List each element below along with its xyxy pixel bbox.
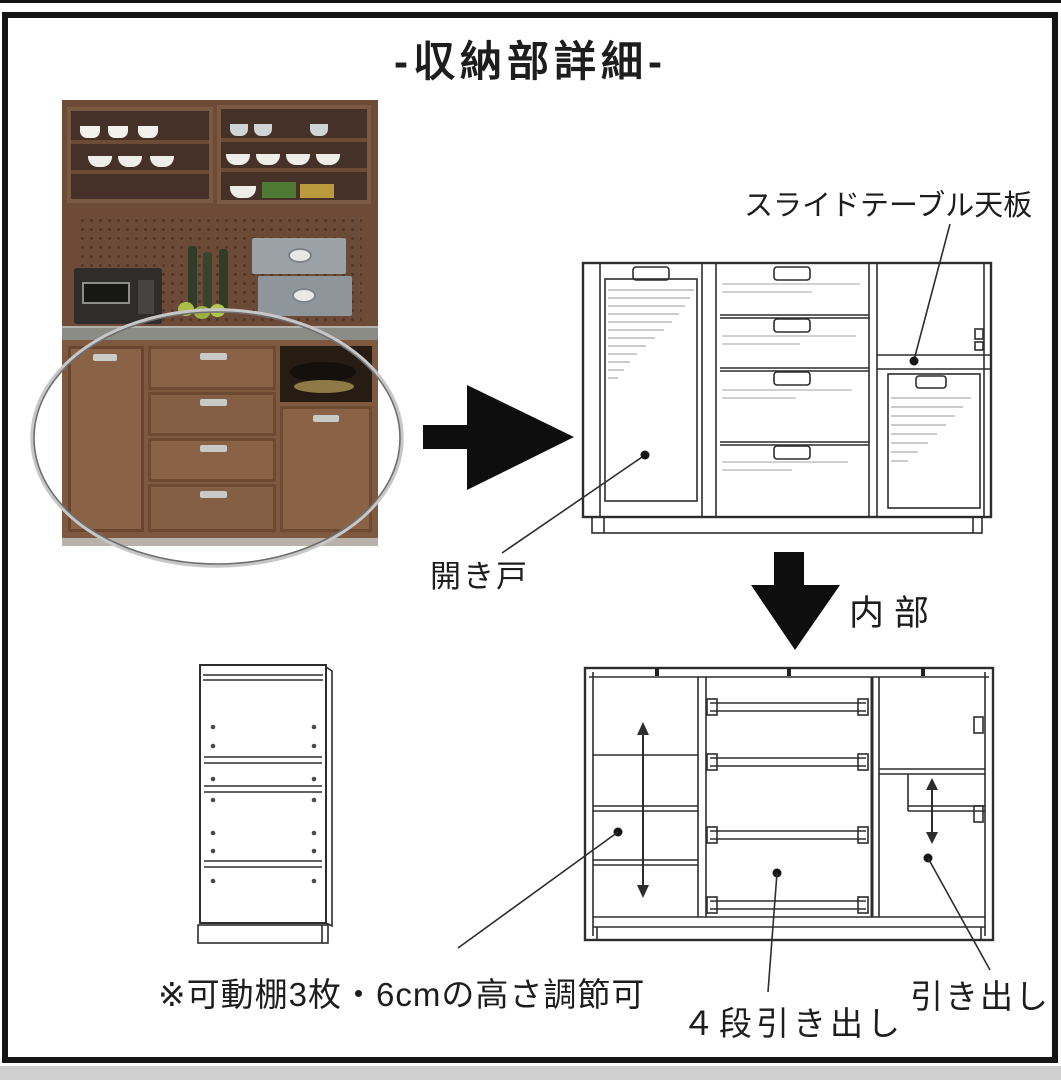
box-label bbox=[288, 248, 312, 263]
dark-plate bbox=[290, 362, 356, 382]
dish-item bbox=[108, 126, 128, 138]
bottom-border-strip bbox=[0, 1066, 1061, 1080]
photo-shelf bbox=[221, 138, 367, 142]
drawer-handle bbox=[200, 399, 227, 406]
label-slide-table-top: スライドテーブル天板 bbox=[744, 190, 1033, 222]
photo-lower-cabinet bbox=[62, 340, 378, 538]
dish-item bbox=[118, 156, 142, 167]
cabinet-photo bbox=[62, 98, 378, 548]
label-four-tier-drawers: ４段引き出し bbox=[682, 1005, 904, 1042]
counter-top bbox=[62, 326, 378, 340]
yellow-box bbox=[300, 184, 334, 198]
gold-plate bbox=[294, 380, 354, 393]
storage-box bbox=[252, 238, 346, 274]
toaster-window bbox=[82, 282, 130, 304]
door-handle bbox=[93, 354, 117, 361]
photo-shelf bbox=[221, 168, 367, 172]
label-hinged-door: 開き戸 bbox=[430, 559, 529, 594]
drawer-handle bbox=[200, 491, 227, 498]
box-label bbox=[292, 288, 316, 303]
dish-item bbox=[256, 154, 280, 165]
photo-drawer bbox=[148, 346, 276, 390]
drawer-handle bbox=[200, 445, 227, 452]
dish-item bbox=[310, 124, 328, 136]
bottle bbox=[219, 249, 228, 308]
green-box bbox=[262, 182, 296, 198]
toaster-oven bbox=[74, 268, 162, 324]
label-drawer: 引き出し bbox=[910, 978, 1050, 1015]
cabinet-interior-drawing bbox=[457, 666, 995, 993]
tall-cabinet-drawing bbox=[197, 664, 333, 944]
dish-item bbox=[150, 156, 174, 167]
dish-item bbox=[316, 154, 340, 165]
photo-left-door bbox=[68, 346, 144, 532]
arrow-right-icon bbox=[423, 385, 574, 490]
photo-drawer bbox=[148, 438, 276, 482]
bottle bbox=[203, 252, 212, 308]
dish-item bbox=[88, 156, 112, 167]
photo-shelf bbox=[71, 140, 209, 144]
dish-item bbox=[254, 124, 272, 136]
door-handle bbox=[313, 415, 339, 422]
image-frame-border bbox=[2, 12, 1058, 1063]
photo-right-door bbox=[280, 406, 372, 532]
toaster-controls bbox=[138, 280, 154, 314]
page-title: -収納部詳細- bbox=[394, 38, 667, 85]
photo-shelf bbox=[71, 170, 209, 174]
bottle bbox=[188, 246, 197, 308]
photo-drawer bbox=[148, 484, 276, 532]
dish-item bbox=[286, 154, 310, 165]
highlight-ellipse bbox=[30, 308, 404, 568]
label-adjustable-shelf-note: ※可動棚3枚・6cmの高さ調節可 bbox=[158, 976, 646, 1013]
photo-glass-door-left bbox=[67, 107, 213, 203]
dish-item bbox=[226, 154, 250, 165]
photo-upper-hutch bbox=[62, 100, 378, 210]
photo-floor-shadow bbox=[62, 538, 378, 546]
dish-item bbox=[138, 126, 158, 138]
storage-box bbox=[258, 276, 352, 316]
label-interior: 内部 bbox=[849, 594, 940, 633]
drawer-handle bbox=[200, 353, 227, 360]
dish-item bbox=[230, 186, 256, 198]
cabinet-front-drawing bbox=[501, 223, 993, 554]
arrow-down-icon bbox=[751, 552, 840, 650]
top-border-strip bbox=[0, 0, 1061, 3]
photo-drawer bbox=[148, 392, 276, 436]
dish-item bbox=[230, 124, 248, 136]
dish-item bbox=[80, 126, 100, 138]
